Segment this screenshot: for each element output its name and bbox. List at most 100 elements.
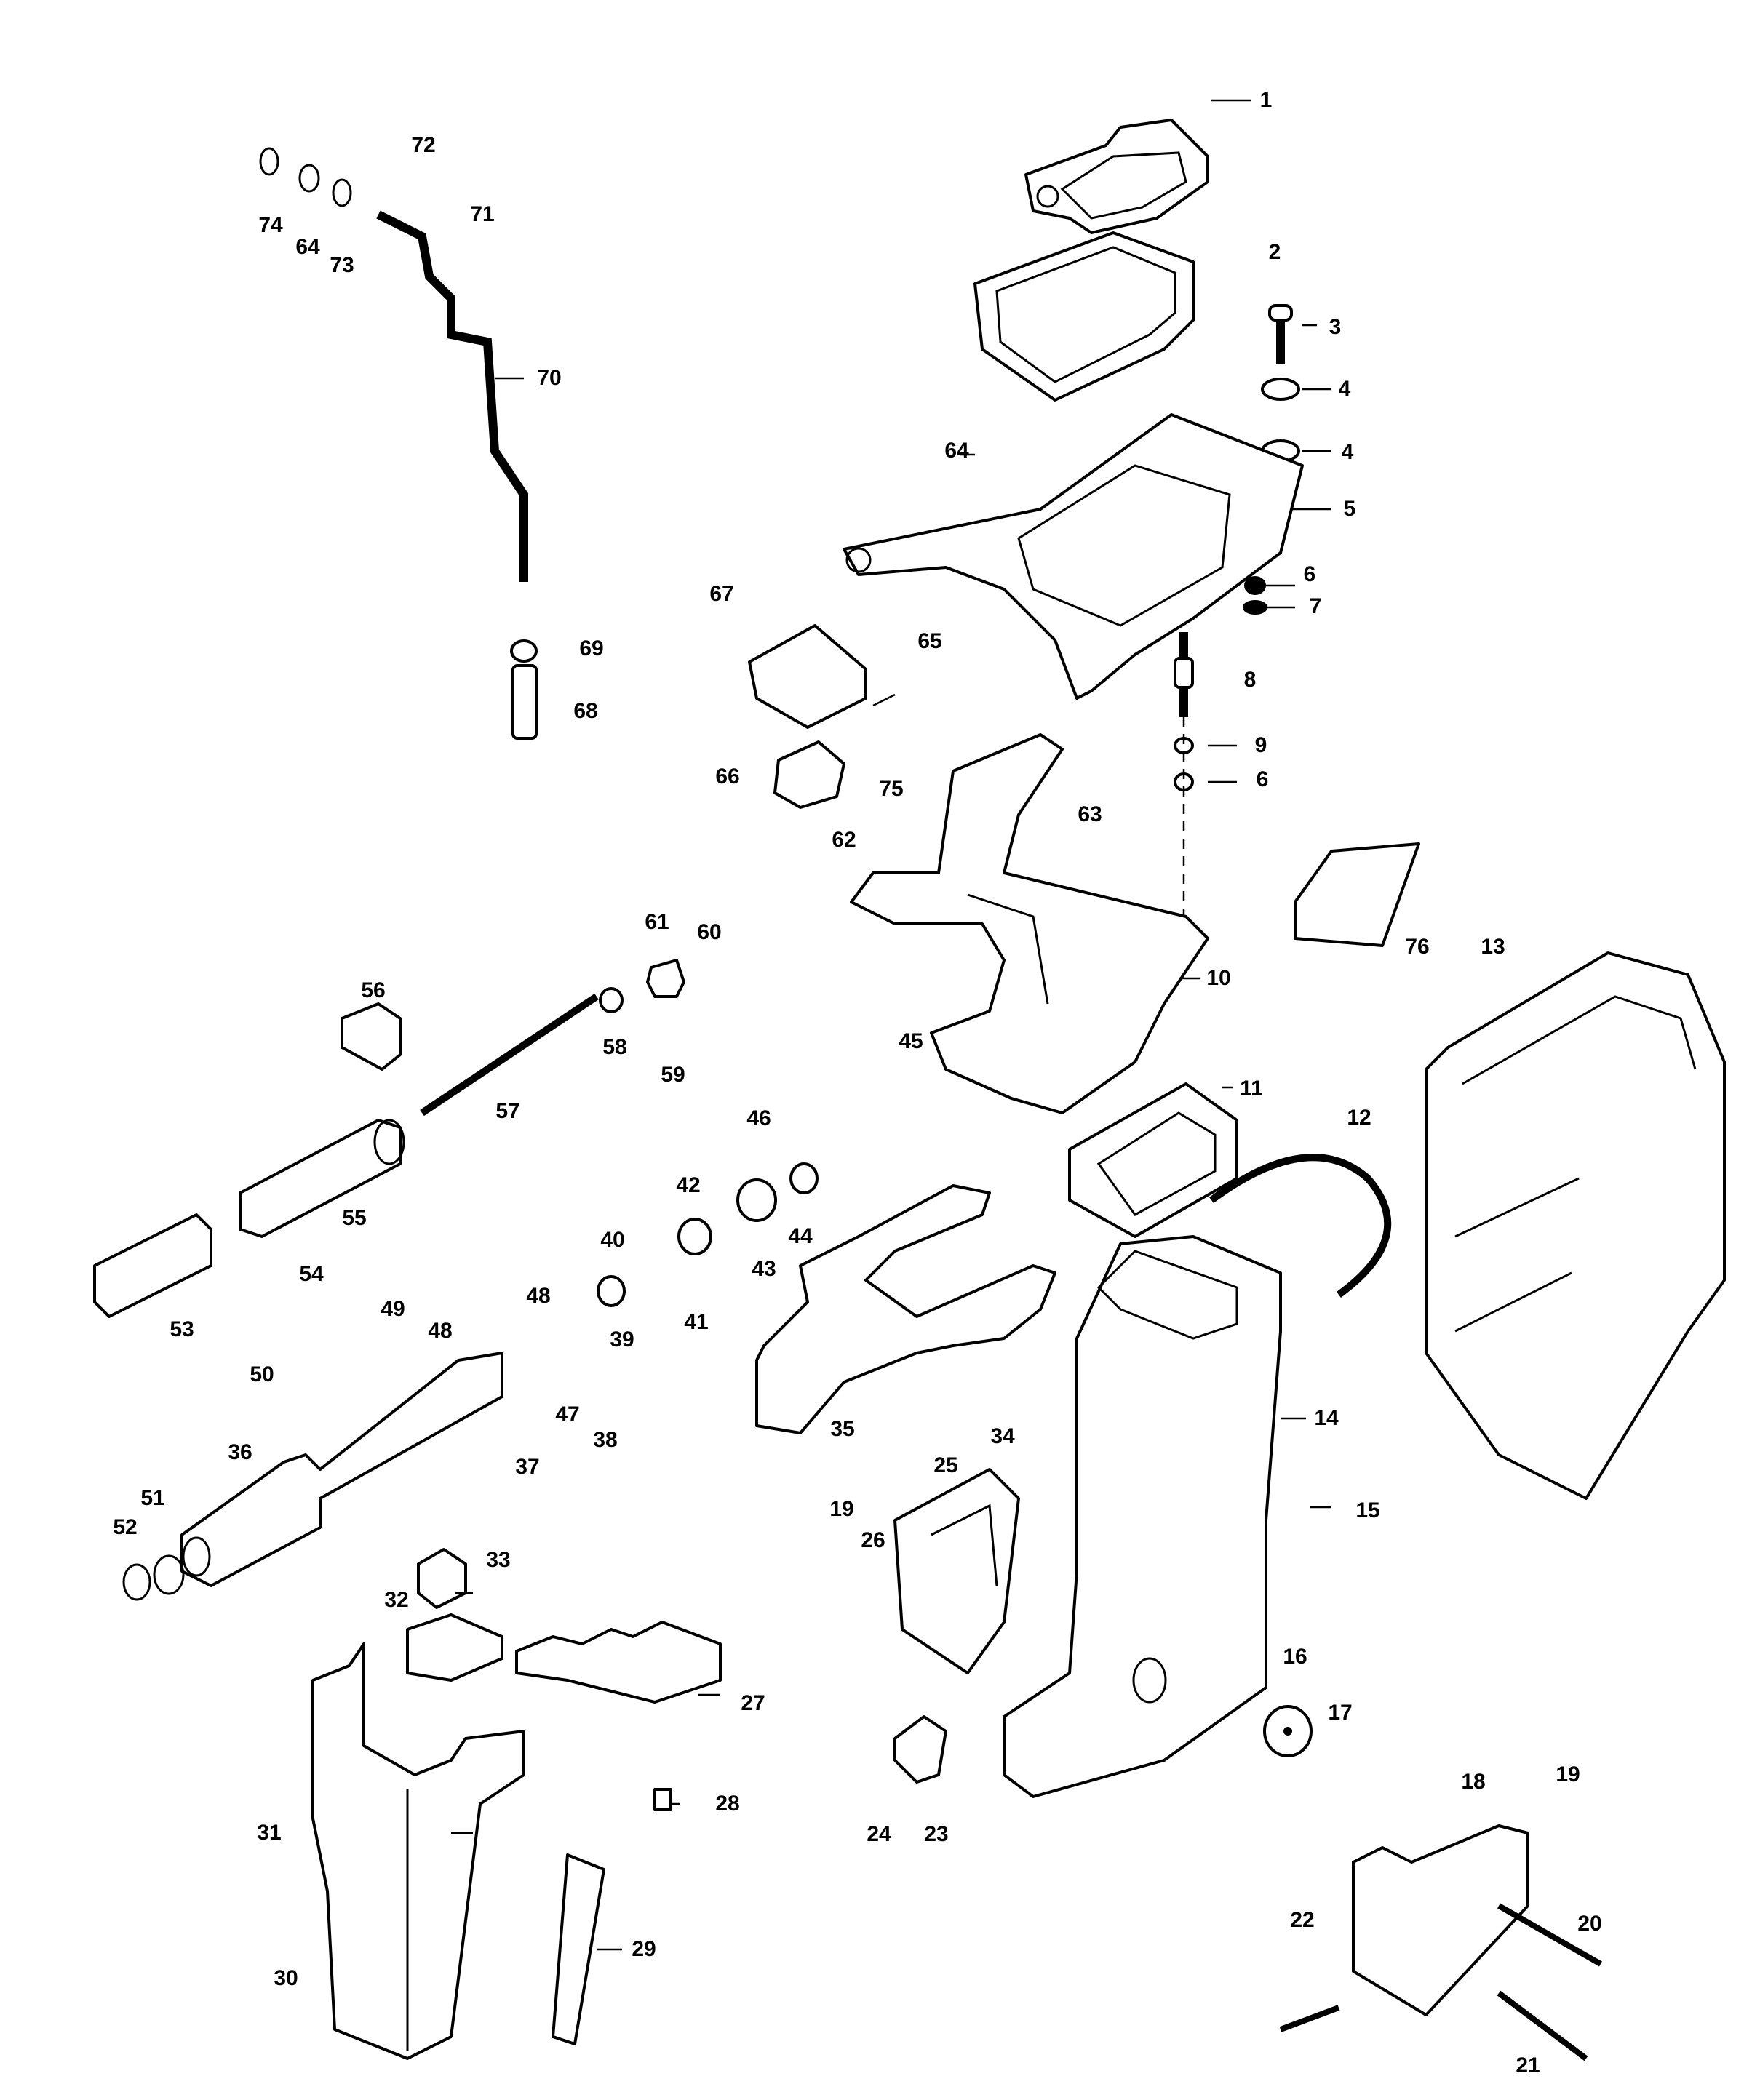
callout-4-lower: 4 (1341, 440, 1354, 464)
part-bushing-44 (789, 1162, 819, 1194)
part-gear-43 (736, 1178, 777, 1222)
callout-51: 51 (140, 1486, 165, 1510)
part-nut-58 (599, 987, 624, 1013)
part-block-61 (646, 959, 685, 998)
part-washer-73 (332, 178, 352, 207)
callout-14: 14 (1314, 1406, 1339, 1430)
callout-19-left: 19 (829, 1497, 854, 1521)
part-lower-mount-housing (893, 1468, 1020, 1674)
callout-21: 21 (1516, 2053, 1540, 2077)
callout-3: 3 (1329, 315, 1342, 339)
part-upper-mount-bracket (843, 413, 1304, 700)
callout-7: 7 (1309, 594, 1322, 618)
callout-2: 2 (1268, 240, 1281, 264)
callout-59: 59 (661, 1063, 685, 1087)
callout-28: 28 (715, 1792, 740, 1816)
callout-20: 20 (1577, 1912, 1602, 1936)
part-swivel-bracket (850, 733, 1209, 1114)
callout-30: 30 (274, 1966, 298, 1990)
part-exhaust-gasket (1068, 1082, 1238, 1238)
part-front-cover (311, 1642, 525, 2060)
callout-66: 66 (715, 764, 740, 789)
callout-17: 17 (1328, 1701, 1353, 1725)
callout-10: 10 (1206, 966, 1231, 990)
part-plug (893, 1715, 947, 1784)
callout-48-upper: 48 (526, 1284, 551, 1308)
part-exhaust-housing (1003, 1235, 1282, 1798)
callout-65: 65 (917, 629, 942, 653)
callout-44: 44 (788, 1224, 813, 1248)
part-foam-block-33 (417, 1548, 467, 1609)
part-nut-69 (510, 639, 538, 663)
part-lower-mount-cover (1352, 1824, 1529, 2016)
part-throttle-tube (239, 1119, 405, 1238)
callout-64-left: 64 (295, 235, 320, 259)
callout-72: 72 (411, 133, 436, 157)
part-shift-rod (376, 210, 528, 582)
callout-22: 22 (1290, 1908, 1315, 1932)
callout-62: 62 (832, 828, 856, 852)
callout-34: 34 (990, 1424, 1015, 1448)
part-bolt-3 (1268, 304, 1293, 364)
callout-63: 63 (1078, 802, 1102, 826)
callout-41: 41 (684, 1310, 709, 1334)
part-bolt-20 (1497, 1903, 1602, 1967)
callout-5: 5 (1343, 497, 1356, 521)
part-washer-64b (298, 164, 320, 193)
callout-35: 35 (830, 1417, 855, 1441)
part-rubber-mount-62 (773, 740, 845, 809)
callout-73: 73 (330, 253, 354, 277)
callout-54: 54 (299, 1262, 324, 1286)
callout-61: 61 (645, 910, 669, 934)
part-clip (341, 1002, 402, 1071)
callout-76: 76 (1405, 935, 1430, 959)
callout-6-upper: 6 (1303, 562, 1316, 586)
callout-56: 56 (361, 978, 386, 1002)
callout-25: 25 (933, 1453, 958, 1477)
part-steering-handle (180, 1352, 503, 1587)
part-steering-bracket (755, 1184, 1056, 1434)
callout-48-lower: 48 (428, 1319, 453, 1343)
callout-45: 45 (899, 1029, 923, 1053)
part-washer-7 (1243, 600, 1267, 615)
callout-40: 40 (600, 1228, 625, 1252)
callout-16: 16 (1283, 1645, 1307, 1669)
callout-26: 26 (861, 1528, 885, 1552)
part-bolt-21 (1497, 1990, 1588, 2061)
callout-50: 50 (250, 1362, 274, 1386)
part-pad-28 (653, 1788, 672, 1811)
part-side-cover (1425, 951, 1726, 1500)
callout-38: 38 (593, 1428, 618, 1452)
callout-31: 31 (257, 1821, 282, 1845)
callout-4-upper: 4 (1338, 377, 1351, 401)
part-stud-8 (1174, 632, 1194, 717)
callout-36: 36 (228, 1440, 252, 1464)
callout-12: 12 (1347, 1106, 1371, 1130)
callout-75: 75 (879, 777, 904, 801)
callout-11: 11 (1240, 1077, 1263, 1101)
part-washer-4-upper (1261, 378, 1300, 401)
callout-47: 47 (555, 1402, 580, 1426)
part-foam-strip (552, 1853, 605, 2045)
callout-74: 74 (258, 213, 283, 237)
callout-15: 15 (1355, 1498, 1380, 1522)
callout-57: 57 (495, 1099, 520, 1123)
part-seal-strip (1209, 1154, 1392, 1298)
callout-64-upper: 64 (944, 439, 969, 463)
callout-8: 8 (1243, 668, 1257, 692)
callout-6-lower: 6 (1256, 767, 1269, 791)
callout-49: 49 (381, 1297, 405, 1321)
callout-70: 70 (537, 366, 562, 390)
callout-33: 33 (486, 1548, 511, 1572)
part-nut-6a (1244, 576, 1266, 595)
callout-55: 55 (342, 1206, 367, 1230)
part-oring-51 (153, 1554, 185, 1595)
part-washer-74 (259, 147, 279, 176)
part-shaft (420, 993, 599, 1117)
callout-43: 43 (752, 1257, 776, 1281)
part-bracket-65 (748, 624, 867, 729)
leader-lines (451, 99, 1331, 1951)
callout-19-right: 19 (1556, 1762, 1580, 1786)
callout-1: 1 (1259, 88, 1273, 112)
